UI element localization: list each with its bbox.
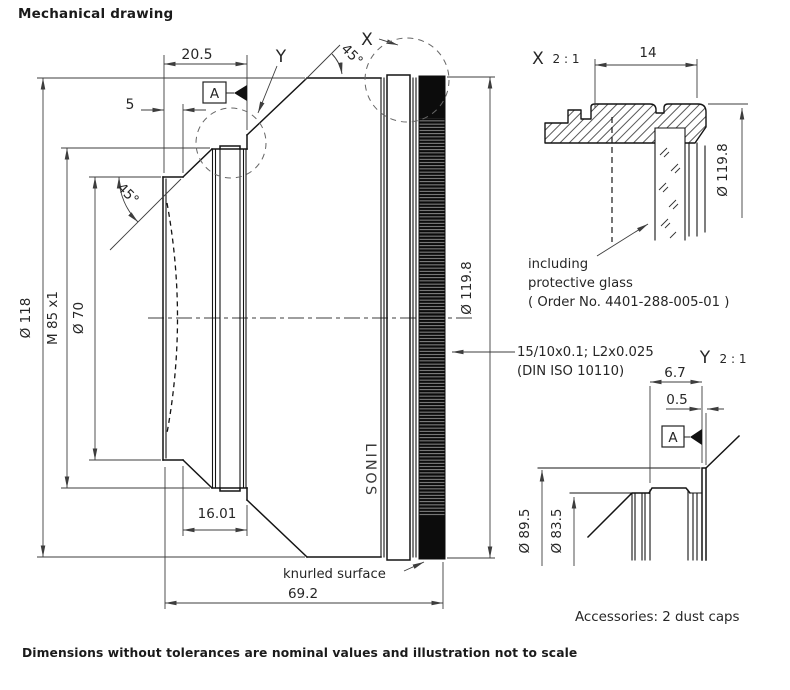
surface-spec-line1: 15/10x0.1; L2x0.025 [517, 345, 654, 360]
detail-y-datum-label: A [668, 430, 678, 446]
dia-118: Ø 118 [18, 298, 34, 339]
dia-119-8-detail: Ø 119.8 [715, 143, 731, 197]
dia-119-8-main: Ø 119.8 [459, 261, 475, 315]
detail-y-datum-flag: A [661, 425, 702, 448]
dia-70: Ø 70 [71, 302, 87, 334]
lens-body-minor-edges [165, 77, 417, 558]
detail-y-view: A Y 2 : 1 6.7 0.5 Ø 89.5 Ø 83.5 [517, 348, 746, 566]
surface-spec-line2: (DIN ISO 10110) [517, 364, 624, 379]
knurled-surface-note: knurled surface [283, 567, 386, 582]
retainer-wall-edges [688, 142, 706, 237]
dim-6-7: 6.7 [664, 365, 685, 381]
lens-surface-dashed-curve [166, 202, 179, 434]
detail-y-dimension-lines [539, 379, 724, 566]
thread-m85: M 85 x1 [45, 291, 61, 345]
detail-y-scale: 2 : 1 [720, 352, 747, 366]
datum-a-label: A [210, 86, 220, 102]
glass-material-marks [658, 147, 681, 239]
protective-glass-edges [654, 127, 686, 241]
protective-glass-pane [655, 128, 685, 240]
angle-45-left: 45° [114, 180, 142, 208]
lens-body-outline [162, 74, 411, 561]
knurled-ring [418, 75, 446, 560]
knurled-ring-top-cap [419, 76, 445, 118]
dim-5: 5 [126, 97, 135, 113]
dim-0-5: 0.5 [666, 392, 687, 408]
page-title: Mechanical drawing [18, 6, 174, 22]
datum-a-flag: A [202, 81, 247, 104]
detail-x-view: X 2 : 1 14 Ø 119.8 including protective … [528, 45, 748, 310]
dim-14: 14 [639, 45, 656, 61]
detail-y-outline [586, 434, 741, 561]
detail-y-minor-edges [537, 467, 703, 561]
detail-y-label: Y [699, 348, 711, 368]
footer-note: Dimensions without tolerances are nomina… [22, 646, 578, 660]
detail-marker-y: Y [275, 47, 287, 67]
detail-x-label: X [532, 49, 544, 69]
detail-marker-x: X [361, 30, 373, 50]
glass-note-line3: ( Order No. 4401-288-005-01 ) [528, 295, 729, 310]
brand-linos: LINOS [362, 443, 378, 497]
main-dimension-lines [37, 38, 515, 609]
dim-20-5: 20.5 [181, 47, 212, 63]
datum-triangle-icon [234, 85, 247, 101]
knurled-ring-bottom-cap [419, 517, 445, 559]
detail-x-dimension-lines [594, 59, 748, 257]
dia-83-5: Ø 83.5 [549, 509, 565, 554]
detail-x-circle [364, 37, 450, 123]
glass-note-line2: protective glass [528, 276, 633, 291]
accessories-note: Accessories: 2 dust caps [575, 610, 740, 625]
glass-note-line1: including [528, 257, 588, 272]
detail-y-circle [195, 107, 267, 179]
dia-89-5: Ø 89.5 [517, 509, 533, 554]
detail-y-datum-triangle-icon [690, 429, 702, 445]
dim-69-2: 69.2 [288, 586, 318, 602]
dim-16-01: 16.01 [198, 506, 237, 522]
detail-x-scale: 2 : 1 [553, 52, 580, 66]
